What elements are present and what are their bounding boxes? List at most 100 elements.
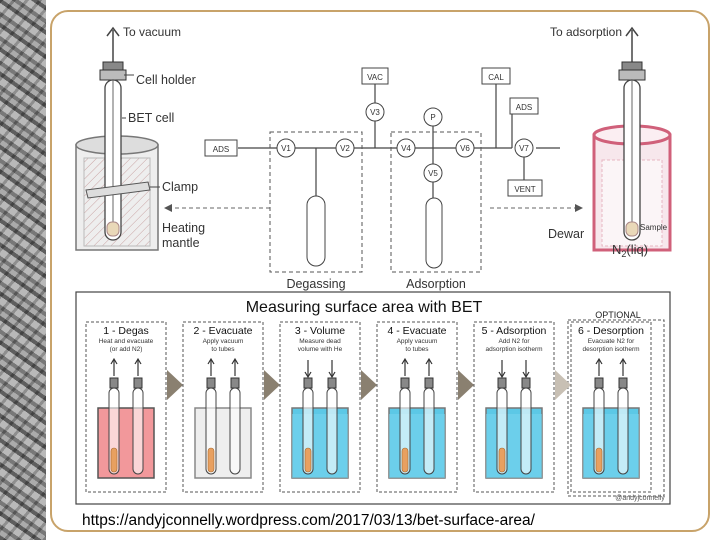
- chevron-right-icon: [458, 370, 474, 400]
- degassing-label: Degassing: [286, 277, 345, 291]
- clamp-label: Clamp: [162, 180, 198, 194]
- step-title: 2 - Evacuate: [194, 325, 253, 337]
- step-title: 3 - Volume: [295, 325, 345, 337]
- vac-box: [361, 67, 389, 85]
- up-arrow-icon: [425, 357, 433, 365]
- step-title: 1 - Degas: [103, 325, 149, 337]
- vent-label: VENT: [514, 185, 535, 194]
- sample-powder: [498, 447, 506, 473]
- valve-v3: [365, 102, 385, 122]
- svg-text:P: P: [430, 113, 435, 122]
- cell-holder-label: Cell holder: [136, 73, 196, 87]
- heating-label-line2: mantle: [162, 236, 200, 250]
- right-apparatus: To adsorption Sample Dewar N2(liq): [548, 25, 672, 259]
- step-desc-line1: Apply vacuum: [397, 338, 438, 345]
- chevron-right-icon: [361, 370, 377, 400]
- cell-holder: [102, 61, 124, 71]
- up-arrow-icon: [231, 357, 239, 365]
- step-desc-line2: to tubes: [405, 346, 429, 353]
- up-arrow-icon: [401, 357, 409, 365]
- pressure-gauge: [423, 107, 443, 127]
- svg-text:V4: V4: [401, 144, 411, 153]
- ads-left-box: [204, 139, 238, 157]
- adsorption-zone: [390, 131, 482, 273]
- sample-tube: [617, 387, 629, 475]
- cal-label: CAL: [488, 73, 504, 82]
- sample-tube: [132, 387, 144, 475]
- step-desc-line2: to tubes: [211, 346, 235, 353]
- down-arrow-icon: [328, 371, 336, 379]
- vent-box: [507, 179, 543, 197]
- up-arrow-icon: [134, 357, 142, 365]
- step-desc-line2: desorption isotherm: [582, 346, 639, 353]
- adsorption-tube: [425, 197, 443, 269]
- valve-v4: [396, 138, 416, 158]
- up-arrow-icon: [595, 357, 603, 365]
- background-texture: [0, 0, 46, 540]
- valve-v5: [423, 163, 443, 183]
- step-desc-line1: Add N2 for: [498, 338, 530, 345]
- sample-tube: [229, 387, 241, 475]
- svg-text:V3: V3: [370, 108, 380, 117]
- step-desc-line1: Evacuate N2 for: [588, 338, 635, 345]
- valve-v2: [335, 138, 355, 158]
- down-arrow-icon: [522, 371, 530, 379]
- sample-powder: [207, 447, 215, 473]
- sample-in-dewar: [625, 221, 639, 237]
- up-arrow-icon: [110, 357, 118, 365]
- cal-box: [481, 67, 511, 85]
- degassing-tube: [306, 195, 326, 267]
- down-arrow-icon: [304, 371, 312, 379]
- step-title: 4 - Evacuate: [388, 325, 447, 337]
- step-desc-line1: Heat and evacuate: [99, 338, 154, 345]
- adsorption-label: Adsorption: [406, 277, 466, 291]
- ads-left-label: ADS: [213, 145, 229, 154]
- svg-text:V6: V6: [460, 144, 470, 153]
- chevron-right-icon: [555, 370, 571, 400]
- process-panel: Measuring surface area with BET OPTIONAL…: [75, 291, 671, 505]
- valve-boxes: VAC CAL ADS ADS VENT V3 P V1 V2 V4 V6 V7…: [204, 67, 543, 197]
- ads-right-box: [509, 97, 539, 115]
- step-title: 6 - Desorption: [578, 325, 644, 337]
- svg-text:V2: V2: [340, 144, 350, 153]
- credit-label: @andyjconnelly: [615, 495, 665, 502]
- up-arrow-icon: [625, 26, 639, 37]
- step-desc-line2: (or add N2): [110, 346, 143, 353]
- to-adsorption-label: To adsorption: [550, 25, 622, 39]
- to-vacuum-label: To vacuum: [123, 25, 181, 39]
- n2-liquid-label: N2(liq): [612, 242, 648, 259]
- clamp: [85, 181, 151, 199]
- sample-powder: [110, 447, 118, 473]
- degassing-zone: [269, 131, 363, 273]
- sample-powder: [401, 447, 409, 473]
- svg-text:V1: V1: [281, 144, 291, 153]
- optional-label: OPTIONAL: [595, 310, 641, 320]
- sample-label: Sample: [640, 223, 668, 232]
- valve-v6: [455, 138, 475, 158]
- sample-tube: [326, 387, 338, 475]
- left-apparatus: To vacuum Cell holder BET cell Clamp Hea…: [75, 25, 205, 251]
- sample-powder: [106, 221, 120, 237]
- optional-box: [567, 319, 665, 497]
- vac-label: VAC: [367, 73, 383, 82]
- process-title: Measuring surface area with BET: [246, 299, 483, 316]
- step-desc-line2: volume with He: [298, 346, 343, 353]
- step-desc-line1: Measure dead: [299, 338, 341, 345]
- heating-bath: [97, 407, 155, 479]
- sample-tube: [423, 387, 435, 475]
- footer-url[interactable]: https://andyjconnelly.wordpress.com/2017…: [82, 512, 535, 529]
- heating-label-line1: Heating: [162, 221, 205, 235]
- bet-cell-label: BET cell: [128, 111, 174, 125]
- valve-v1: [276, 138, 296, 158]
- sample-powder: [304, 447, 312, 473]
- step-desc-line1: Apply vacuum: [203, 338, 244, 345]
- down-arrow-icon: [498, 371, 506, 379]
